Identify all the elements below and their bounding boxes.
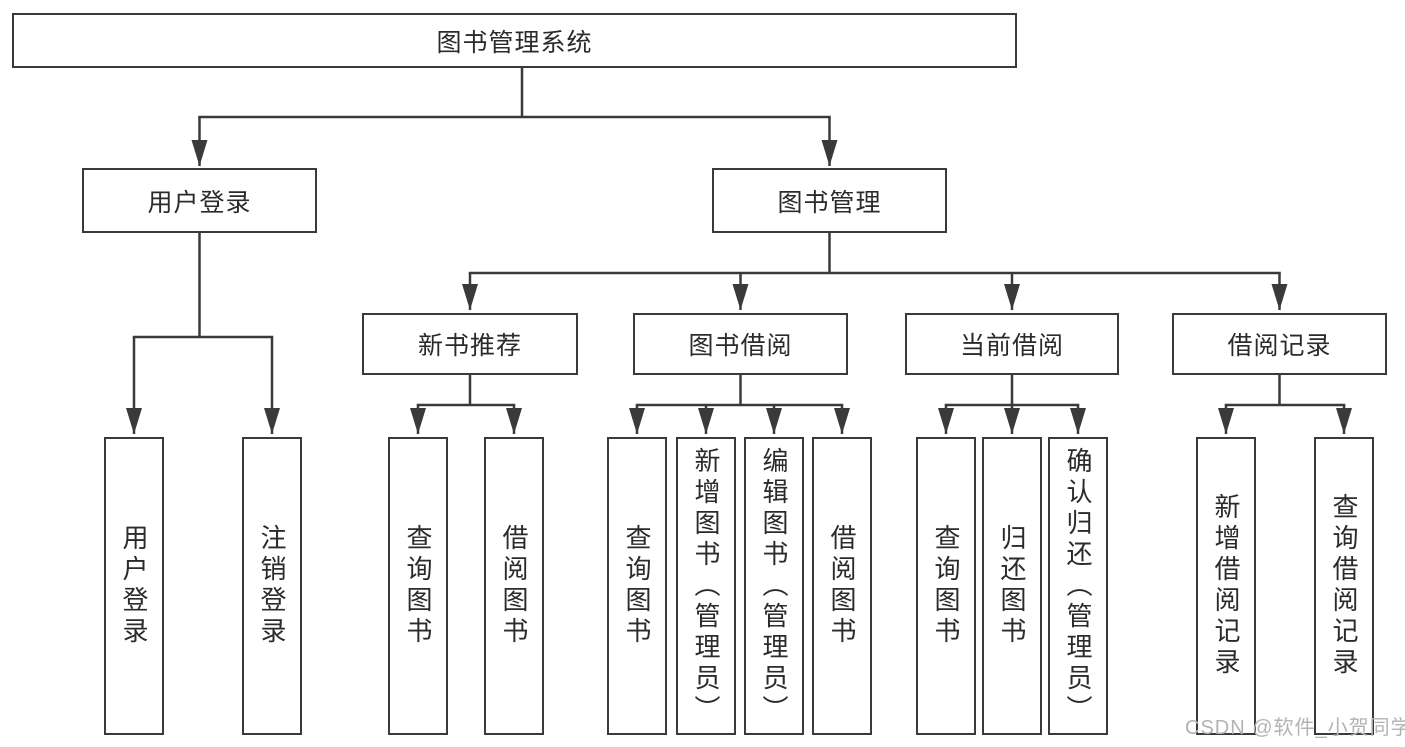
- node-nb-query-books: 查询图书: [388, 437, 448, 735]
- node-user-login-action: 用户登录: [104, 437, 164, 735]
- node-borrow-records: 借阅记录: [1172, 313, 1387, 375]
- csdn-watermark: CSDN @软件_小贺同学: [1185, 717, 1405, 739]
- node-book-management: 图书管理: [712, 168, 947, 233]
- connector-path: [132, 66, 1346, 407]
- node-bb-add-books-admin: 新增图书（管理员）: [676, 437, 736, 735]
- node-bb-edit-books-admin: 编辑图书（管理员）: [744, 437, 804, 735]
- node-cb-confirm-return-admin: 确认归还（管理员）: [1048, 437, 1108, 735]
- node-logout-action: 注销登录: [242, 437, 302, 735]
- node-br-query-record: 查询借阅记录: [1314, 437, 1374, 735]
- node-book-borrow: 图书借阅: [633, 313, 848, 375]
- node-new-book-recommend: 新书推荐: [362, 313, 578, 375]
- node-bb-query-books: 查询图书: [607, 437, 667, 735]
- node-br-add-record: 新增借阅记录: [1196, 437, 1256, 735]
- node-book-management-system: 图书管理系统: [12, 13, 1017, 68]
- node-cb-query-books: 查询图书: [916, 437, 976, 735]
- node-bb-borrow-books: 借阅图书: [812, 437, 872, 735]
- node-cb-return-books: 归还图书: [982, 437, 1042, 735]
- node-nb-borrow-books: 借阅图书: [484, 437, 544, 735]
- node-current-borrow: 当前借阅: [905, 313, 1119, 375]
- node-user-login: 用户登录: [82, 168, 317, 233]
